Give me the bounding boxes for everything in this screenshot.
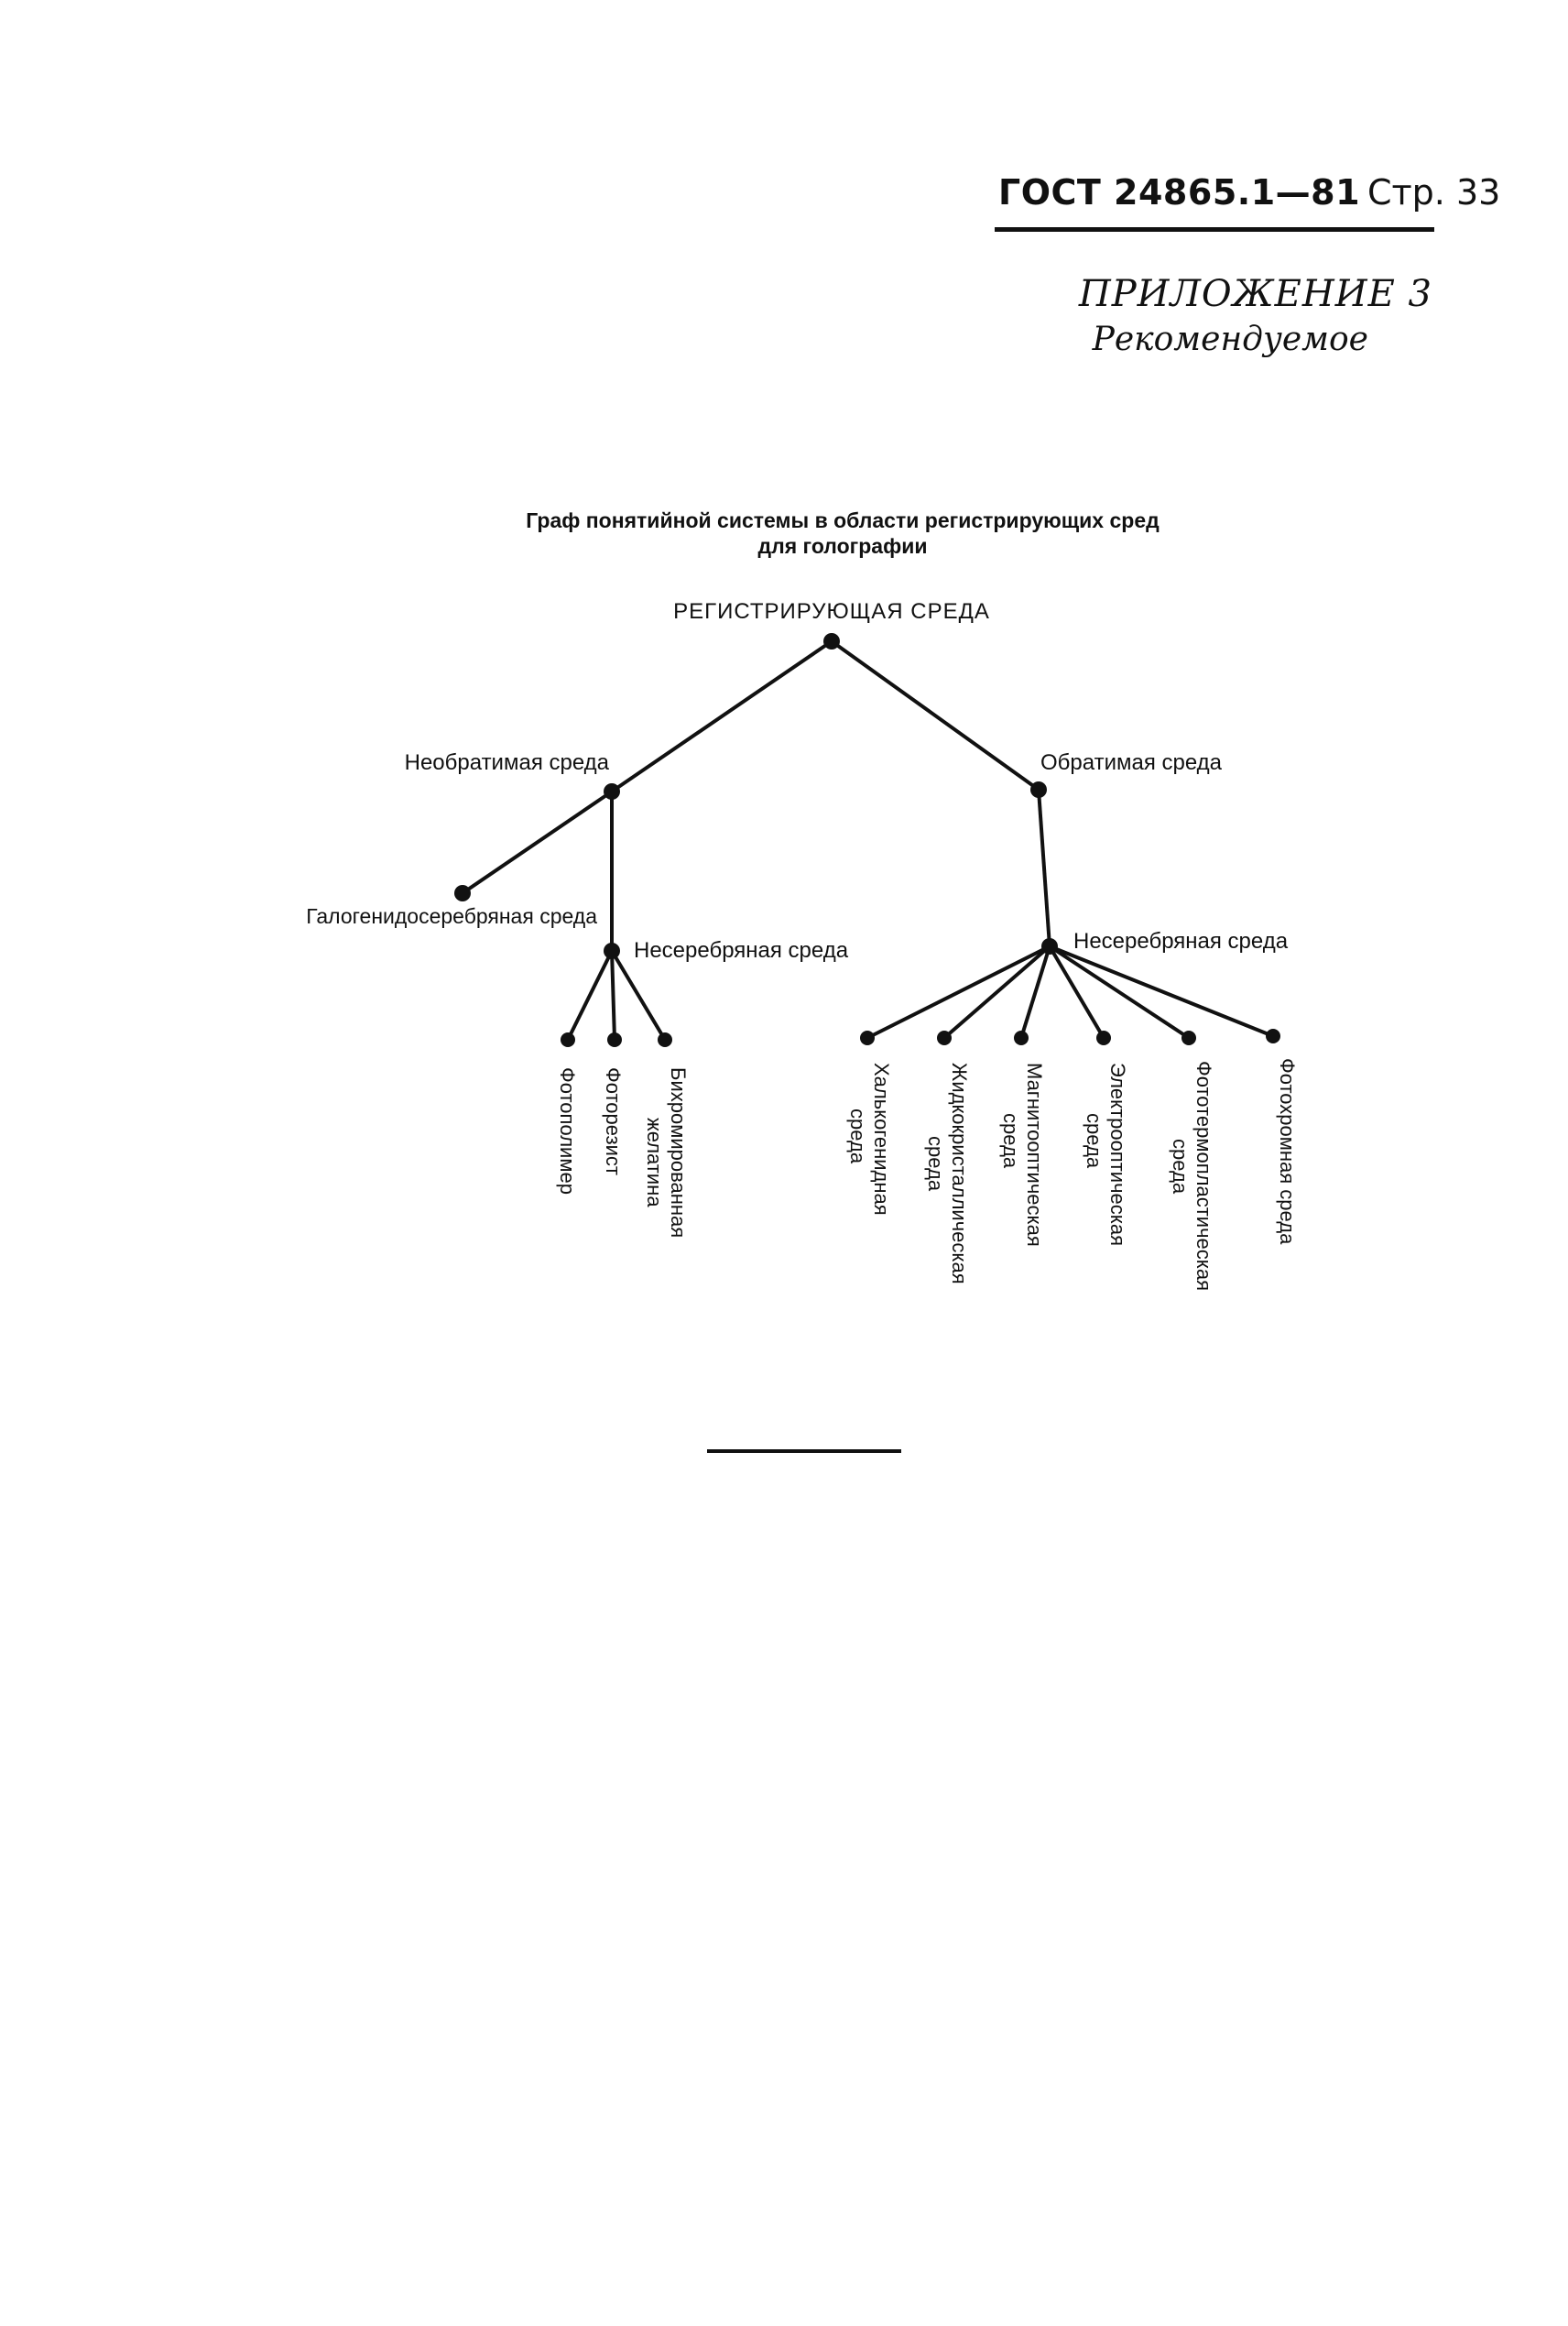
leaf-liquid-crystal: Жидкокристаллическая среда [924,1063,971,1284]
node-chalcogenide [860,1031,875,1045]
node-silver-halide [454,885,471,901]
label-photoresist: Фоторезист [602,1067,625,1175]
node-irreversible [604,783,620,800]
label-reversible: Обратимая среда [1040,750,1223,775]
label-silver-halide: Галогенидосеребряная среда [306,904,597,928]
edge-irreversible-silver-halide [461,790,614,895]
edge-non-silver-magneto-optic [1019,945,1051,1039]
edge-non-silver-gelatin [610,949,667,1042]
label-irreversible: Необратимая среда [405,750,610,775]
page-number: Стр. 33 [1367,172,1501,213]
node-non-silver-1 [604,943,620,959]
label-electro-optic-line1: Электрооптическая [1106,1063,1129,1246]
label-magneto-optic-line2: среда [999,1113,1022,1169]
node-photothermoplastic [1181,1031,1196,1045]
label-gelatin-line1: Бихромированная [667,1067,690,1238]
edge-non-silver-chalcogenide [866,945,1051,1040]
node-photoresist [607,1032,622,1047]
node-photopolymer [561,1032,575,1047]
label-chalcogenide-line2: среда [846,1108,869,1164]
diagram-title-line2: для голографии [757,534,928,558]
node-magneto-optic [1014,1031,1029,1045]
node-liquid-crystal [937,1031,952,1045]
leaf-photothermoplastic: Фототермопластическая среда [1169,1061,1215,1291]
tree-nodes [454,633,1280,1047]
label-photothermoplastic-line2: среда [1169,1139,1192,1195]
edge-non-silver-photoresist [610,950,616,1041]
doc-number: ГОСТ 24865.1—81 [998,172,1361,213]
label-chalcogenide-line1: Халькогенидная [870,1063,893,1216]
leaf-photoresist: Фоторезист [602,1067,625,1175]
node-photochromic [1266,1029,1280,1043]
leaf-photopolymer: Фотополимер [556,1067,579,1195]
label-photopolymer: Фотополимер [556,1067,579,1195]
label-liquid-crystal-line1: Жидкокристаллическая [948,1063,971,1284]
node-reversible [1030,781,1047,798]
header-rule [995,227,1434,232]
node-electro-optic [1096,1031,1111,1045]
label-root: РЕГИСТРИРУЮЩАЯ СРЕДА [673,599,990,624]
edge-non-silver-photochromic [1049,945,1274,1038]
edge-root-reversible [830,639,1040,792]
node-non-silver-2 [1041,938,1058,955]
leaf-electro-optic: Электрооптическая среда [1083,1063,1129,1246]
label-non-silver-1: Несеребряная среда [634,938,849,963]
label-photothermoplastic-line1: Фототермопластическая [1192,1061,1215,1291]
label-gelatin-line2: желатина [643,1118,666,1207]
vertical-labels: Фотополимер Фоторезист Бихромированная ж… [556,1058,1299,1291]
leaf-dichromated-gelatin: Бихромированная желатина [643,1067,690,1238]
appendix-label: ПРИЛОЖЕНИЕ 3 [1078,273,1432,315]
node-root [823,633,840,650]
edge-non-silver-electro-optic [1048,945,1105,1040]
edge-non-silver-liquid-crystal [942,945,1051,1040]
label-photochromic: Фотохромная среда [1276,1058,1299,1245]
node-dichromated-gelatin [658,1032,672,1047]
horizontal-labels: РЕГИСТРИРУЮЩАЯ СРЕДА Необратимая среда О… [306,599,1288,963]
edge-root-irreversible [610,639,833,793]
edge-non-silver-photopolymer [566,950,614,1041]
tree-edges [461,639,1274,1042]
label-magneto-optic-line1: Магнитооптическая [1023,1063,1046,1247]
appendix-status: Рекомендуемое [1092,321,1368,358]
label-non-silver-2: Несеребряная среда [1073,929,1289,954]
label-electro-optic-line2: среда [1083,1113,1105,1169]
leaf-chalcogenide: Халькогенидная среда [846,1063,893,1216]
edge-non-silver-photothermoplastic [1048,945,1191,1040]
closing-rule [707,1449,901,1453]
diagram-title-line1: Граф понятийной системы в области регист… [526,508,1160,532]
label-liquid-crystal-line2: среда [924,1136,947,1192]
leaf-photochromic: Фотохромная среда [1276,1058,1299,1245]
leaf-magneto-optic: Магнитооптическая среда [999,1063,1046,1247]
edge-reversible-non-silver [1037,789,1051,947]
